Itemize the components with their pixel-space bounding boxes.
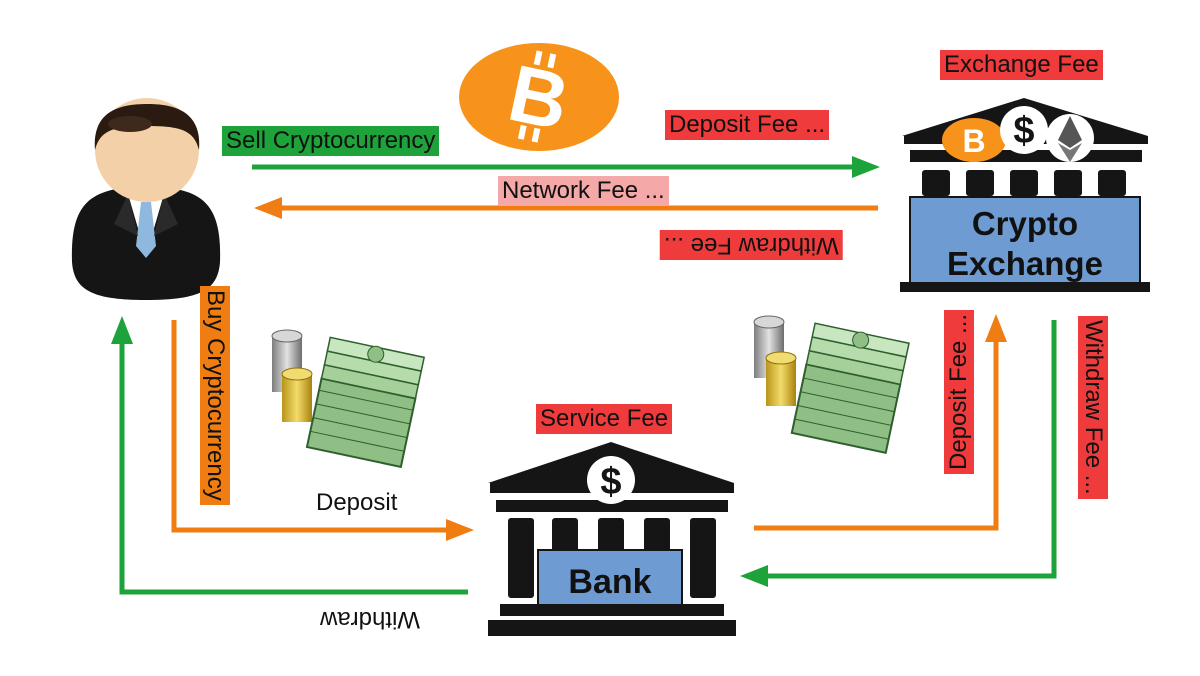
money-stack-icon [753, 315, 910, 454]
ethereum-icon [1046, 114, 1094, 162]
withdraw-fee-side-label: Withdraw Fee ... [1078, 316, 1108, 499]
arrow-exchange-to-bank [740, 320, 1057, 587]
exchange-title-line1: Crypto [971, 205, 1079, 242]
arrow-bank-to-exchange [754, 314, 1007, 531]
arrow-network-fee [254, 197, 878, 219]
buy-crypto-label: Buy Cryptocurrency [200, 286, 230, 505]
bank-title: Bank [568, 563, 652, 601]
arrow-withdraw [111, 316, 468, 595]
money-stack-icon [271, 329, 426, 469]
arrow-deposit [171, 320, 474, 541]
exchange-building-icon: B $ [900, 98, 1150, 292]
bitcoin-small-icon: B [942, 118, 1006, 162]
network-fee-label: Network Fee ... [498, 176, 669, 206]
coin-stack-icon [753, 315, 797, 406]
withdraw-fee-top-label: Withdraw Fee ... [660, 230, 843, 260]
coin-stack-icon [271, 329, 313, 422]
svg-text:B: B [962, 123, 985, 159]
deposit-fee-top-label: Deposit Fee ... [665, 110, 830, 140]
withdraw-label: Withdraw [320, 606, 421, 633]
exchange-fee-label: Exchange Fee [940, 50, 1103, 80]
deposit-label: Deposit [316, 489, 398, 516]
person-icon [71, 98, 221, 300]
service-fee-label: Service Fee [536, 404, 673, 434]
sell-crypto-label: Sell Cryptocurrency [222, 126, 440, 156]
svg-text:$: $ [1013, 110, 1034, 152]
bank-building-icon: $ [488, 442, 736, 636]
exchange-title-line2: Exchange [947, 245, 1103, 282]
dollar-icon: $ [1000, 106, 1048, 154]
arrow-sell-crypto [252, 156, 880, 178]
svg-text:$: $ [600, 461, 621, 503]
bitcoin-icon: B [459, 43, 619, 151]
deposit-fee-side-label: Deposit Fee ... [944, 309, 974, 474]
